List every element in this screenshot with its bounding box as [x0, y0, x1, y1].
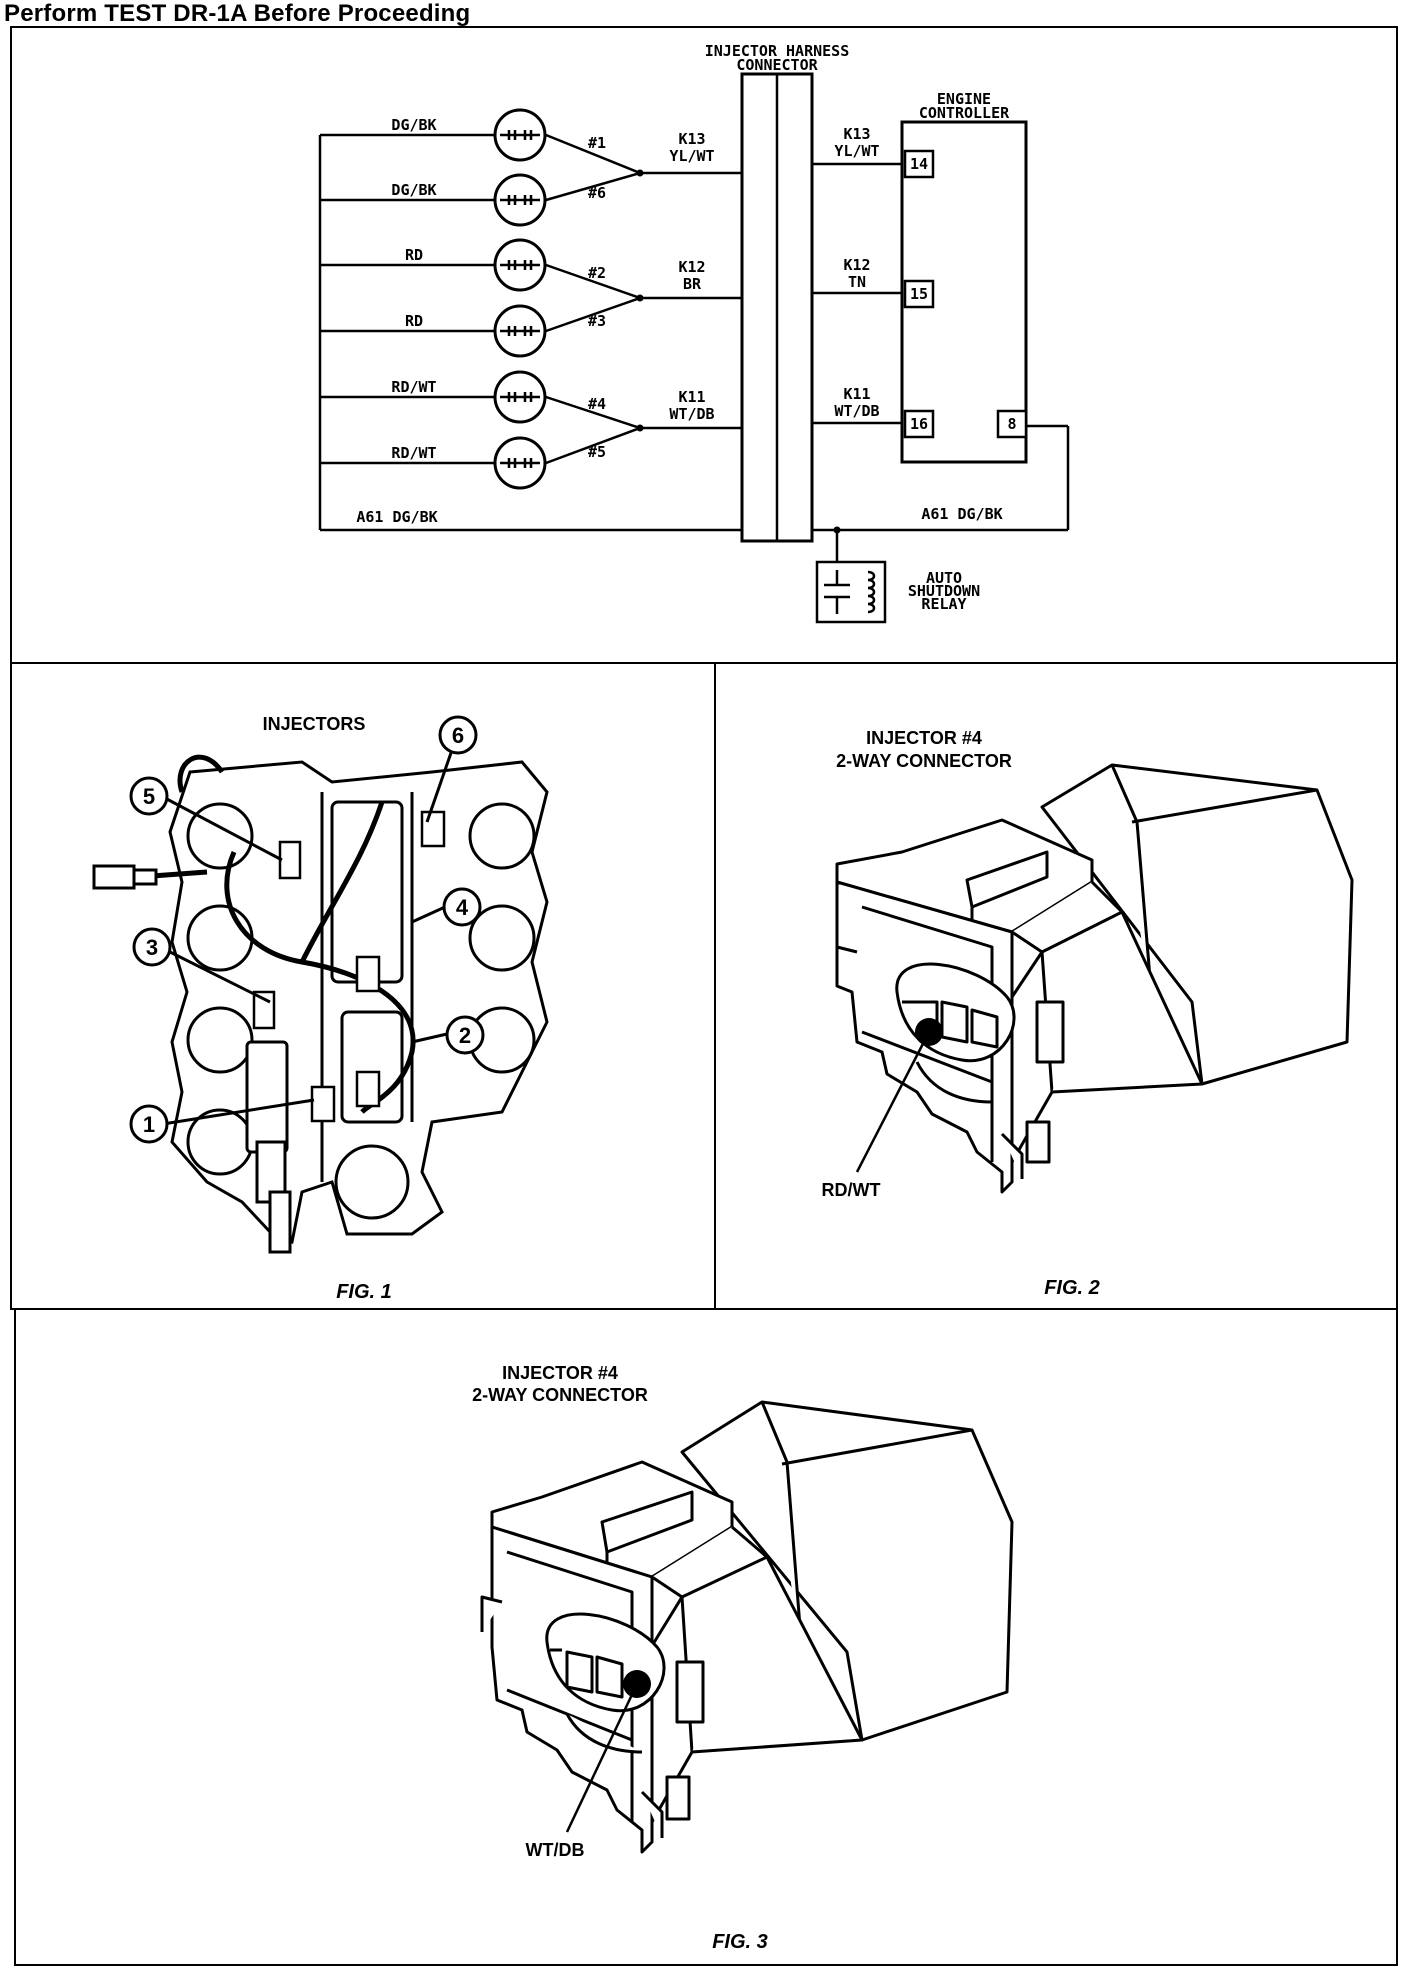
wire-label-inj6: DG/BK: [391, 181, 436, 199]
common-wire-label-right: A61 DG/BK: [921, 505, 1002, 523]
fig3-title-line2: 2-WAY CONNECTOR: [472, 1385, 648, 1405]
controller-label-line2: CONTROLLER: [919, 104, 1010, 122]
callout-3: 3: [146, 935, 158, 960]
injector-number-2: #2: [588, 264, 606, 282]
circuit-left-k12: K12: [678, 258, 705, 276]
wire-label-inj3: RD: [405, 312, 423, 330]
connector-body-fig3: [480, 1400, 1014, 1854]
common-wire-label-left: A61 DG/BK: [356, 508, 437, 526]
fig1-title: INJECTORS: [263, 714, 366, 734]
relay-symbol: [815, 560, 887, 624]
callout-5: 5: [143, 784, 155, 809]
harness-label-line1: INJECTOR HARNESS: [705, 42, 850, 60]
callout-1: 1: [143, 1112, 155, 1137]
fig1-panel: INJECTORS: [10, 662, 716, 1310]
fig3-pin-label: WT/DB: [526, 1840, 585, 1860]
fig2-title-line2: 2-WAY CONNECTOR: [836, 751, 1012, 771]
fig1-caption: FIG. 1: [336, 1281, 392, 1303]
fig2-panel: INJECTOR #4 2-WAY CONNECTOR: [714, 662, 1398, 1310]
harness-label-line2: CONNECTOR: [736, 56, 818, 74]
relay-label-line3: RELAY: [921, 595, 966, 613]
controller-label-line1: ENGINE: [937, 90, 991, 108]
callout-2: 2: [459, 1023, 471, 1048]
injectors-illustration: INJECTORS: [92, 714, 549, 1303]
injector-3-symbol: [493, 304, 547, 358]
circuit-right-k11: K11: [843, 385, 870, 403]
schematic-panel: INJECTOR HARNESS CONNECTOR ENGINE CONTRO…: [10, 26, 1398, 664]
fig3-title-line1: INJECTOR #4: [502, 1363, 618, 1383]
circuit-right-k12-color: TN: [848, 273, 866, 291]
circuit-right-k12: K12: [843, 256, 870, 274]
controller-pin-16: 16: [910, 415, 928, 433]
connector-fig3-illustration: INJECTOR #4 2-WAY CONNECTOR: [472, 1363, 1014, 1953]
circuit-left-k11: K11: [678, 388, 705, 406]
injector-number-4: #4: [588, 395, 606, 413]
wire-label-inj1: DG/BK: [391, 116, 436, 134]
callout-4: 4: [456, 895, 469, 920]
fig3-caption: FIG. 3: [712, 1931, 768, 1953]
circuit-left-k11-color: WT/DB: [669, 405, 714, 423]
injector-5-symbol: [493, 436, 547, 490]
relay-label-line1: AUTO: [926, 569, 962, 587]
wire-label-inj5: RD/WT: [391, 444, 436, 462]
wiring-schematic: INJECTOR HARNESS CONNECTOR ENGINE CONTRO…: [318, 42, 1070, 624]
controller-pin-8: 8: [1007, 415, 1016, 433]
harness-end-connector: [92, 864, 158, 890]
controller-pin-15: 15: [910, 285, 928, 303]
connector-body-fig2: [835, 763, 1354, 1194]
relay-label-line2: SHUTDOWN: [908, 582, 980, 600]
fig3-panel: INJECTOR #4 2-WAY CONNECTOR: [14, 1308, 1398, 1966]
fig2-title-line1: INJECTOR #4: [866, 728, 982, 748]
circuit-left-k12-color: BR: [683, 275, 702, 293]
circuit-right-k13: K13: [843, 125, 870, 143]
wire-label-inj2: RD: [405, 246, 423, 264]
circuit-left-k13: K13: [678, 130, 705, 148]
circuit-right-k11-color: WT/DB: [834, 402, 879, 420]
callout-6: 6: [452, 723, 464, 748]
fig2-caption: FIG. 2: [1044, 1277, 1100, 1299]
circuit-left-k13-color: YL/WT: [669, 147, 714, 165]
injector-number-1: #1: [588, 134, 606, 152]
wire-label-inj4: RD/WT: [391, 378, 436, 396]
injector-number-5: #5: [588, 443, 606, 461]
injector-number-3: #3: [588, 312, 606, 330]
controller-pin-14: 14: [910, 155, 928, 173]
injector-1-symbol: [493, 108, 547, 162]
fig2-pin-label: RD/WT: [822, 1180, 881, 1200]
page-title: Perform TEST DR-1A Before Proceeding: [4, 0, 471, 27]
connector-fig2-illustration: INJECTOR #4 2-WAY CONNECTOR: [822, 728, 1354, 1299]
injector-4-symbol: [493, 370, 547, 424]
injector-6-symbol: [493, 173, 547, 227]
injector-number-6: #6: [588, 184, 606, 202]
circuit-right-k13-color: YL/WT: [834, 142, 879, 160]
injector-2-symbol: [493, 238, 547, 292]
